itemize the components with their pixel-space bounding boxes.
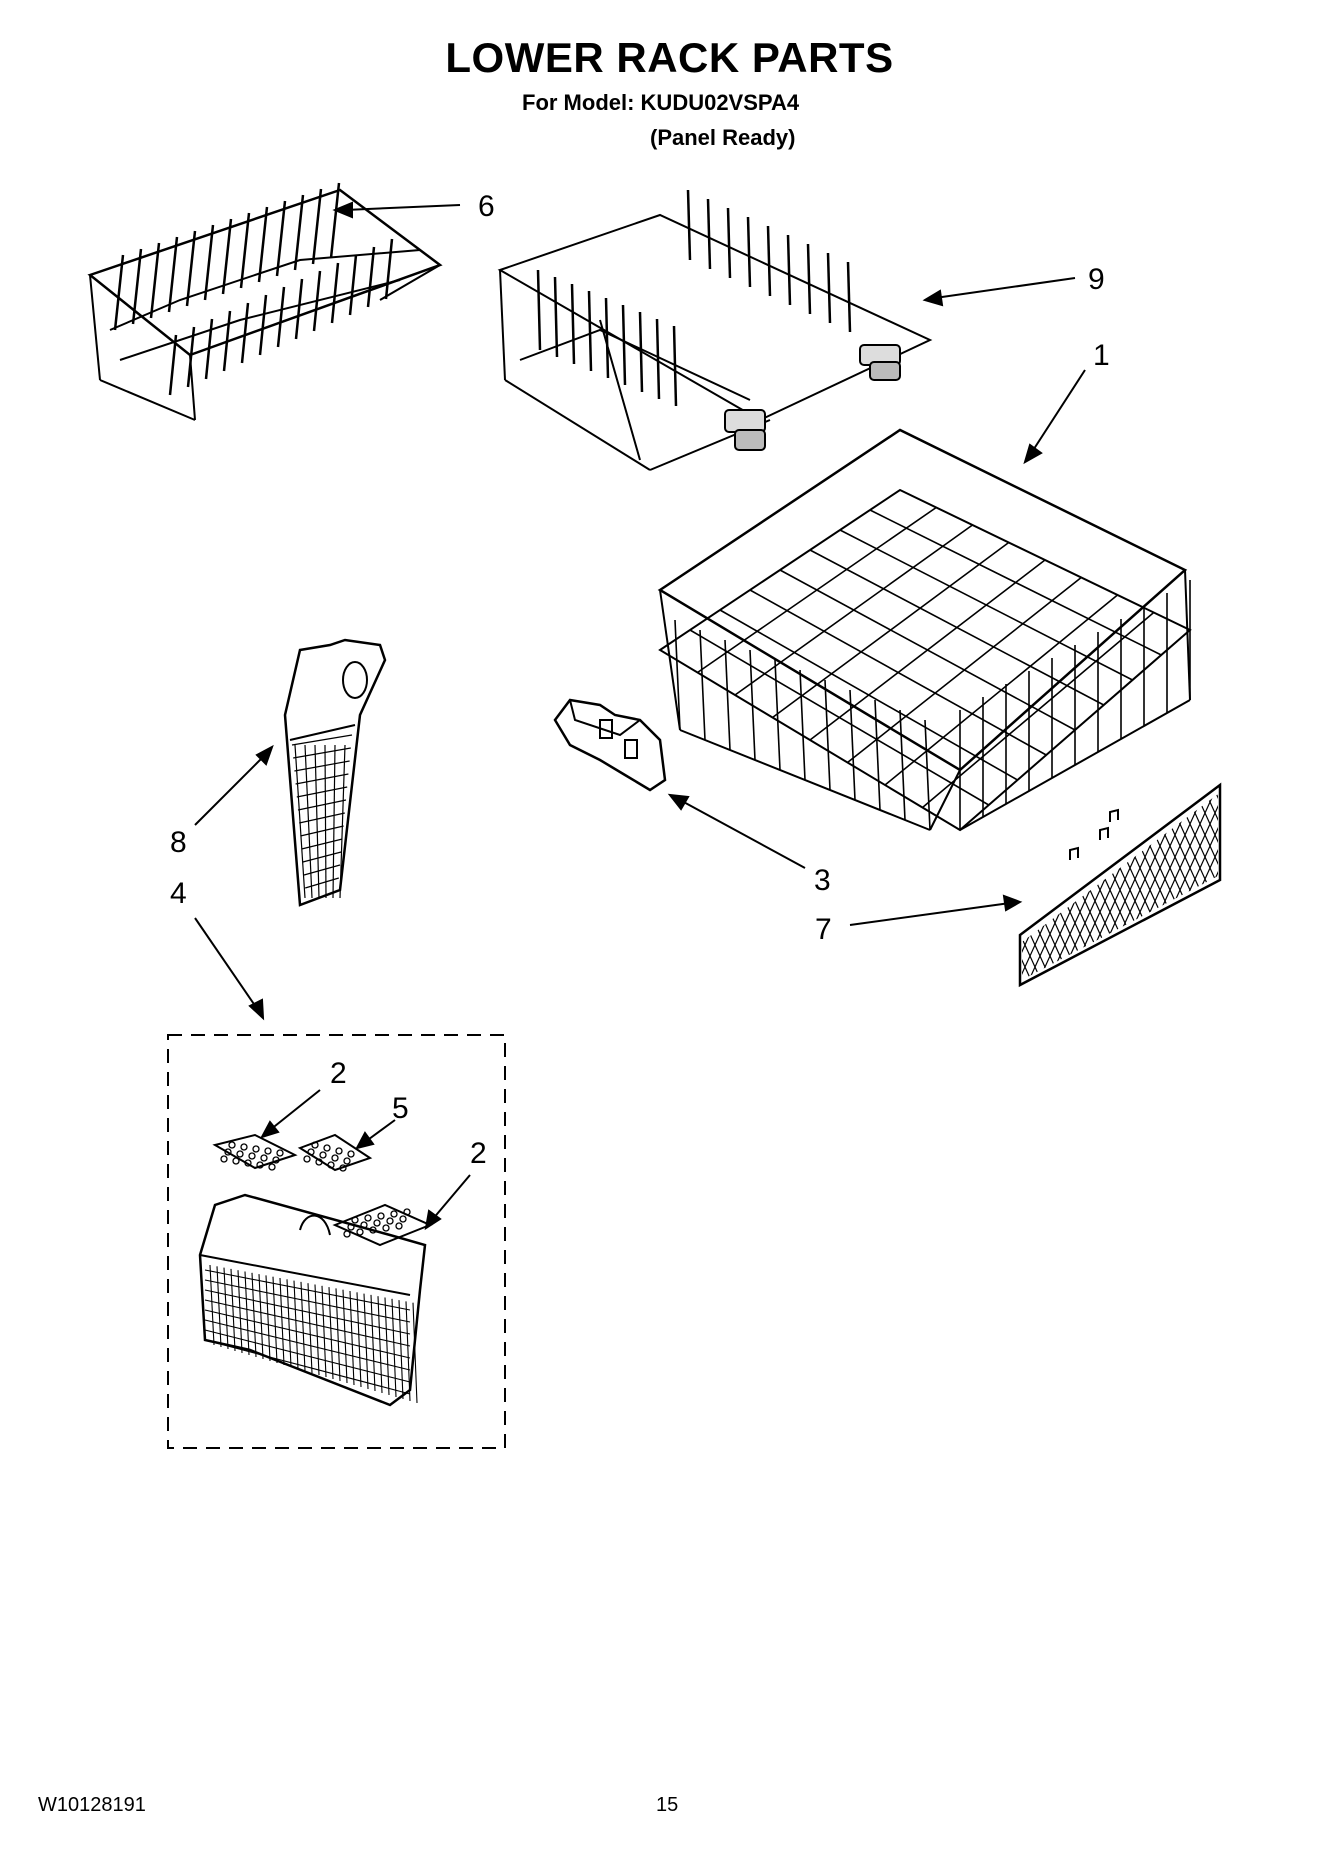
callout-9: 9 [1088, 263, 1105, 296]
basket-covers-drawing [212, 1133, 433, 1247]
callout-5: 5 [392, 1092, 409, 1125]
basket-assembly-box [167, 1034, 506, 1449]
clip-bracket-drawing [553, 698, 667, 792]
folding-tines-drawing [497, 189, 933, 471]
leader-lines [194, 201, 1086, 1231]
callout-6: 6 [478, 190, 495, 223]
callout-3: 3 [814, 864, 831, 897]
callout-4: 4 [170, 877, 187, 910]
page-number: 15 [656, 1794, 679, 1816]
callout-7: 7 [815, 913, 832, 946]
model-line: For Model: KUDU02VSPA4 [522, 90, 800, 115]
callout-8: 8 [170, 826, 187, 859]
tine-rack-drawing [87, 182, 443, 421]
small-basket-drawing [283, 638, 387, 907]
callout-2a: 2 [330, 1057, 347, 1090]
variant-line: (Panel Ready) [650, 125, 796, 150]
lower-rack-drawing [657, 428, 1192, 832]
page-title: LOWER RACK PARTS [445, 34, 894, 81]
large-basket-drawing [198, 1193, 427, 1407]
doc-number: W10128191 [38, 1794, 146, 1816]
callout-2b: 2 [470, 1137, 487, 1170]
callout-1: 1 [1093, 339, 1110, 372]
